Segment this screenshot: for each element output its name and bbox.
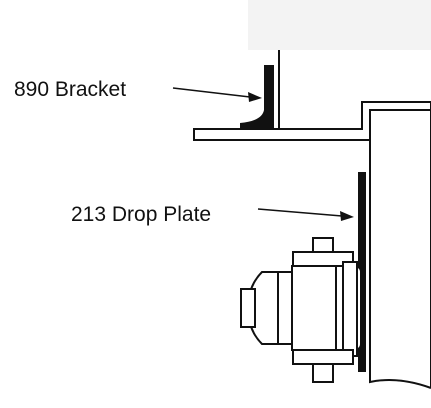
drop-plate-leader-arrow <box>257 208 354 221</box>
890-bracket <box>240 65 274 130</box>
horizontal-flange <box>193 101 431 141</box>
bracket-label: 890 Bracket <box>14 78 126 101</box>
bracket-leader-arrow <box>172 87 262 102</box>
vertical-channel <box>369 110 431 389</box>
fastener-assembly <box>240 237 362 383</box>
background-panel <box>248 0 431 50</box>
drop-plate-label: 213 Drop Plate <box>71 203 211 226</box>
